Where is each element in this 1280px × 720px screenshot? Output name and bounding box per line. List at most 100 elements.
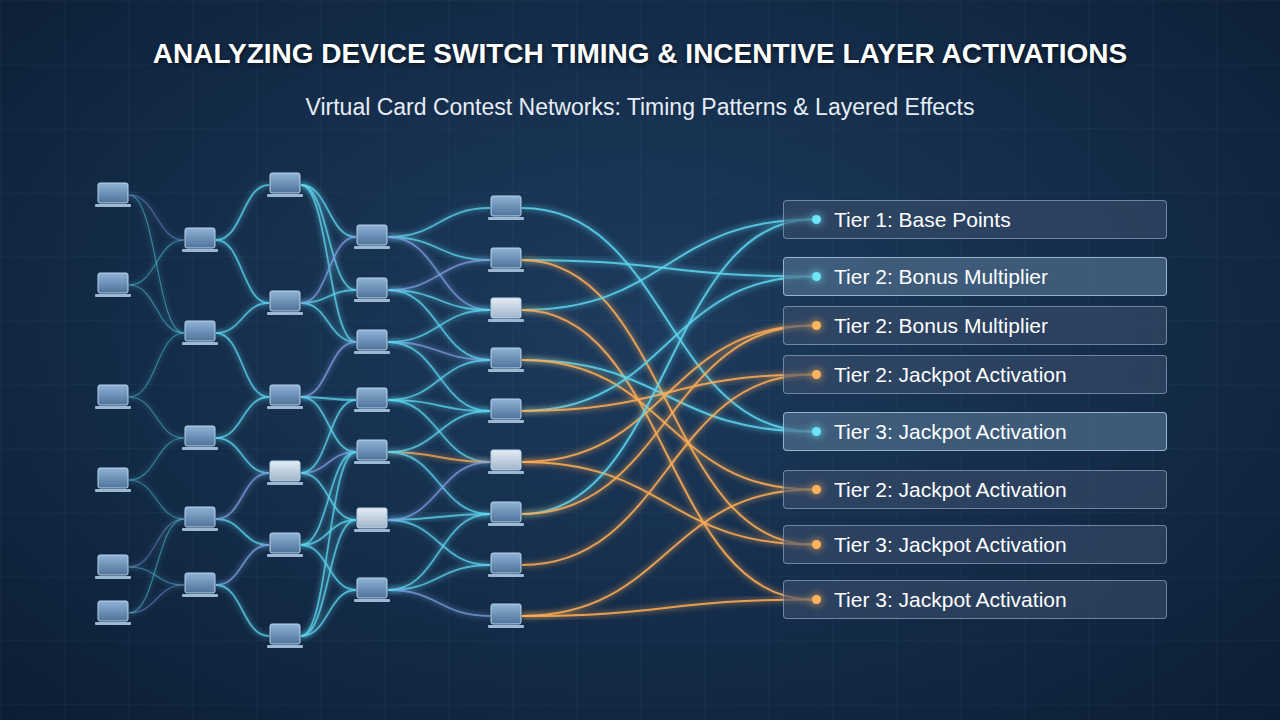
laptop-screen <box>98 385 128 405</box>
laptop-base <box>354 351 390 354</box>
link-glow <box>301 237 356 303</box>
link-glow <box>216 333 269 397</box>
laptop-base <box>95 406 131 409</box>
laptop-icon <box>267 173 303 197</box>
laptop-base <box>354 409 390 412</box>
bullet-dot <box>812 272 821 281</box>
laptop-base <box>488 269 524 272</box>
laptop-screen <box>98 555 128 575</box>
laptop-base <box>267 312 303 315</box>
network-link <box>388 520 490 565</box>
laptop-base <box>488 319 524 322</box>
laptop-screen <box>357 278 387 298</box>
laptop-base <box>267 406 303 409</box>
link-glow <box>216 303 269 333</box>
laptop-base <box>95 576 131 579</box>
laptop-screen <box>270 385 300 405</box>
laptop-icon <box>488 399 524 423</box>
laptop-base <box>182 447 218 450</box>
tier-label: Tier 2: Bonus Multiplier <box>784 314 1062 338</box>
laptop-base <box>488 574 524 577</box>
laptop-screen <box>357 388 387 408</box>
link-glow <box>388 290 490 360</box>
laptop-icon <box>488 196 524 220</box>
laptop-icon <box>182 507 218 531</box>
network-link <box>216 185 269 240</box>
network-link <box>388 290 490 360</box>
laptop-icon <box>488 248 524 272</box>
tier-label: Tier 3: Jackpot Activation <box>784 533 1081 557</box>
laptop-base <box>488 523 524 526</box>
laptop-screen <box>357 330 387 350</box>
network-link <box>522 375 812 566</box>
link-glow <box>522 375 812 566</box>
bullet-dot <box>812 540 821 549</box>
laptop-base <box>488 420 524 423</box>
laptop-screen <box>357 508 387 528</box>
laptop-screen <box>491 298 521 318</box>
laptop-screen <box>98 273 128 293</box>
network-link <box>129 480 184 519</box>
tier-label: Tier 3: Jackpot Activation <box>784 588 1081 612</box>
network-link <box>388 462 490 520</box>
laptop-icon <box>95 183 131 207</box>
laptop-base <box>182 342 218 345</box>
laptop-screen <box>270 533 300 553</box>
network-link <box>129 438 184 480</box>
bullet-dot <box>812 321 821 330</box>
link-glow <box>216 473 269 519</box>
laptop-base <box>95 622 131 625</box>
laptop-icon <box>488 298 524 322</box>
network-link <box>388 260 490 290</box>
tier-box: Tier 3: Jackpot Activation <box>783 580 1167 619</box>
link-glow <box>216 545 269 585</box>
laptop-icon <box>267 385 303 409</box>
tier-label: Tier 1: Base Points <box>784 208 1025 232</box>
laptop-base <box>267 482 303 485</box>
laptop-icon <box>267 533 303 557</box>
laptop-icon <box>95 601 131 625</box>
link-glow <box>216 519 269 545</box>
title: ANALYZING DEVICE SWITCH TIMING & INCENTI… <box>0 38 1280 70</box>
network-link <box>216 240 269 303</box>
bullet-dot <box>812 370 821 379</box>
link-glow <box>388 260 490 290</box>
tier-box: Tier 2: Bonus Multiplier <box>783 257 1167 296</box>
link-glow <box>388 360 490 400</box>
laptop-base <box>488 369 524 372</box>
caption: Virtual Card Contest Networks: Timing Pa… <box>0 94 1280 121</box>
link-glow <box>388 237 490 310</box>
laptop-icon <box>95 555 131 579</box>
tier-box: Tier 2: Jackpot Activation <box>783 470 1167 509</box>
link-glow <box>216 585 269 636</box>
tier-box: Tier 2: Jackpot Activation <box>783 355 1167 394</box>
tier-box: Tier 2: Bonus Multiplier <box>783 306 1167 345</box>
link-glow <box>216 185 269 240</box>
network-link <box>129 333 184 397</box>
laptop-base <box>354 461 390 464</box>
laptop-screen <box>491 348 521 368</box>
laptop-icon <box>354 330 390 354</box>
link-glow <box>301 185 356 342</box>
network-link <box>129 519 184 613</box>
laptop-screen <box>185 228 215 248</box>
laptop-icon <box>95 468 131 492</box>
laptop-screen <box>185 426 215 446</box>
network-link <box>216 473 269 519</box>
laptop-icon <box>95 385 131 409</box>
link-glow <box>216 438 269 473</box>
network-link <box>522 490 812 617</box>
laptop-screen <box>357 225 387 245</box>
laptop-base <box>354 529 390 532</box>
laptop-screen <box>357 578 387 598</box>
link-glow <box>522 490 812 617</box>
network-link <box>388 514 490 590</box>
link-glow <box>301 452 356 636</box>
laptop-icon <box>182 426 218 450</box>
laptop-screen <box>185 507 215 527</box>
laptop-screen <box>491 553 521 573</box>
tier-label: Tier 2: Jackpot Activation <box>784 478 1081 502</box>
network-link <box>388 590 490 616</box>
link-glow <box>129 285 184 333</box>
